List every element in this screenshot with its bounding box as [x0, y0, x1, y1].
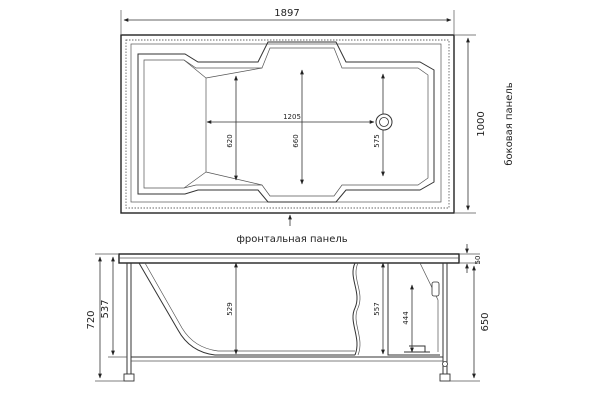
basin-profile-left: [138, 262, 355, 356]
side-rim: [118, 253, 460, 264]
break-line: [352, 262, 358, 356]
inner-width-left-label: 620: [226, 134, 234, 147]
total-height-label: 720: [86, 310, 97, 329]
overall-length-label: 1897: [274, 8, 299, 19]
apron-inner: [387, 263, 440, 356]
backrest-slope: [205, 67, 263, 186]
drain-icon: [375, 113, 393, 131]
basin-profile-left-inner: [144, 262, 355, 352]
overflow-icon: [431, 281, 440, 297]
front-panel-label: фронтальная панель: [236, 234, 347, 245]
inner-length-label: 1205: [283, 113, 301, 121]
break-line-inner: [355, 262, 361, 356]
drain-height-label: 444: [402, 311, 410, 325]
side-panel-label: боковая панель: [504, 82, 515, 165]
apron-curve: [419, 262, 439, 352]
top-view: 1897 1205 620 660 575 1000 боковая панел…: [120, 8, 515, 245]
tub-outer-rim: [120, 34, 455, 214]
panel-height-label: 650: [480, 312, 491, 331]
drain-siphon-icon: [404, 345, 430, 353]
leg-bolt-icon: [442, 361, 448, 367]
inner-width-right-label: 575: [373, 134, 381, 147]
tub-dotted-rim: [125, 39, 450, 209]
depth-right-label: 557: [373, 302, 381, 315]
drain-inner-icon: [379, 117, 389, 127]
inner-width-center-label: 660: [292, 134, 300, 147]
right-foot: [439, 373, 451, 382]
rim-height-label: 50: [474, 256, 482, 265]
depth-total-label: 537: [100, 299, 111, 318]
side-view: 529 557 444 720 537 50 650: [86, 244, 491, 382]
depth-center-label: 529: [226, 302, 234, 315]
overall-width-label: 1000: [476, 111, 487, 136]
backrest-contour: [183, 59, 207, 189]
left-foot: [123, 373, 135, 382]
basin-outline: [137, 41, 435, 203]
